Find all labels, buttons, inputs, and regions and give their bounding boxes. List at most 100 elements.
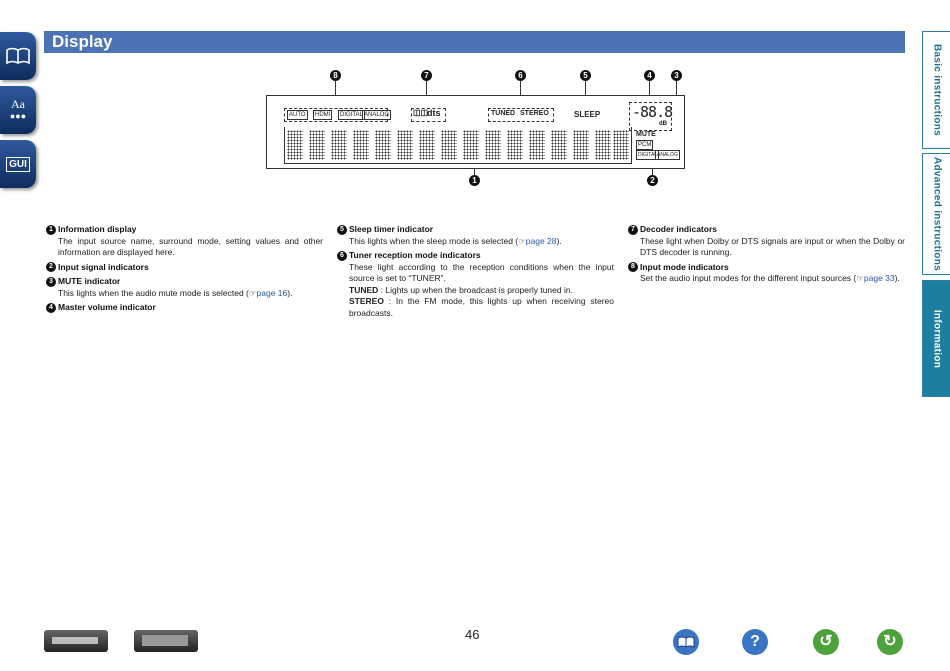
aa-icon[interactable]: Aa ●●● [0,86,36,134]
number-badge: 6 [337,250,347,261]
tab-label: Basic instructions [931,43,943,137]
item-title: Tuner reception mode indicators [349,250,481,260]
aa-label: Aa [11,97,25,111]
indicator-auto: AUTO [287,110,308,120]
tab-label: Information [931,309,943,368]
item-body-tuned: TUNED : Lights up when the broadcast is … [337,285,614,297]
leader-line [426,81,427,108]
matrix-char [463,130,479,160]
item-title: Information display [58,224,137,234]
body-text: Set the audio input modes for the differ… [640,273,857,283]
rear-panel-thumbnail[interactable] [134,630,198,652]
front-panel-thumbnail[interactable] [44,630,108,652]
term-label: TUNED [349,284,379,295]
volume-readout: -88.8 [632,103,673,121]
gui-label: GUI [6,156,30,172]
body-text: This lights when the sleep mode is selec… [349,235,519,246]
matrix-char [485,130,501,160]
item-title: Input mode indicators [640,261,729,272]
body-text: ). [894,273,900,283]
indicator-dolby: ◫◫ [413,108,429,117]
number-badge: 3 [46,276,56,287]
indicator-digital-small: DIGITAL [636,150,660,160]
matrix-char [309,130,325,160]
back-icon[interactable]: ↺ [813,629,839,655]
item-body: These light according to the reception c… [349,261,614,284]
indicator-sleep: SLEEP [574,110,601,119]
matrix-char [551,130,567,160]
tab-label: Advanced instructions [931,156,943,272]
item-title: Sleep timer indicator [349,224,434,234]
indicator-analog: ANALOG [362,110,392,120]
tab-advanced-instructions[interactable]: Advanced instructions [922,153,950,275]
item-title: MUTE indicator [58,276,121,286]
matrix-char [507,130,523,160]
matrix-char [595,130,611,160]
number-badge: 2 [46,262,56,273]
matrix-char [375,130,391,160]
page-ref-icon: ☞ [518,235,526,246]
matrix-char [397,130,413,160]
item-body: The input source name, surround mode, se… [58,235,323,258]
forward-icon[interactable]: ↻ [877,629,903,655]
item-body: This lights when the audio mute mode is … [46,288,323,300]
input-mode-group [284,108,388,122]
info-display-bracket [284,127,632,164]
callout-3: 3 [671,70,682,81]
tab-information[interactable]: Information [922,280,950,397]
leader-line [335,81,336,107]
number-badge: 4 [46,302,56,313]
body-text: : Lights up when the broadcast is proper… [378,284,573,295]
indicator-tuned: TUNED [491,110,516,117]
volume-unit: dB [659,121,667,127]
page-link[interactable]: page 28 [525,235,557,246]
callout-7: 7 [421,70,432,81]
indicator-analog-small: ANALOG [655,150,680,160]
page-ref-icon: ☞ [248,287,257,298]
indicator-digital: DIGITAL [338,110,365,120]
item-title: Decoder indicators [640,224,717,234]
matrix-char [287,130,303,160]
indicator-mute: MUTE [636,131,656,138]
matrix-char [441,130,457,160]
number-badge: 8 [628,262,638,273]
item-title: Master volume indicator [58,302,156,312]
callout-4: 4 [644,70,655,81]
body-text: This lights when the audio mute mode is … [58,287,249,298]
volume-group [629,102,672,131]
tab-basic-instructions[interactable]: Basic instructions [922,31,950,149]
body-text: : In the FM mode, this lights up when re… [349,296,614,318]
matrix-char [331,130,347,160]
callout-2: 2 [647,175,658,186]
number-badge: 5 [337,224,347,235]
page-link[interactable]: page 33 [863,273,895,283]
help-icon[interactable]: ? [742,629,768,655]
page-link[interactable]: page 16 [256,287,288,298]
item-body: This lights when the sleep mode is selec… [337,236,614,248]
matrix-char [573,130,589,160]
gui-icon[interactable]: GUI [0,140,36,188]
body-text: ). [556,235,562,246]
leader-line [649,81,650,103]
item-body-stereo: STEREO : In the FM mode, this lights up … [337,296,614,319]
item-body: Set the audio input modes for the differ… [628,273,905,285]
page-title: Display [52,32,113,51]
page-number: 46 [465,627,480,642]
decoder-group [411,108,446,122]
number-badge: 1 [46,224,56,235]
matrix-char [529,130,545,160]
book-icon[interactable] [673,629,699,655]
callout-8: 8 [330,70,341,81]
body-text: ). [287,287,293,298]
indicator-hdmi: HDMI [313,110,333,120]
book-icon[interactable] [0,32,36,80]
callout-5: 5 [580,70,591,81]
